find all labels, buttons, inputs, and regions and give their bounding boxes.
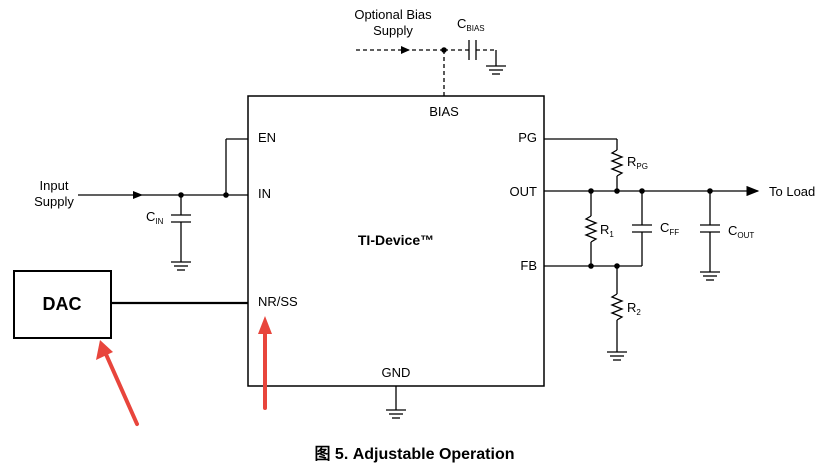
- optional-bias-label: Optional Bias: [354, 7, 432, 22]
- input-label: Input: [40, 178, 69, 193]
- pin-fb-label: FB: [520, 258, 537, 273]
- out-wiring: [544, 185, 760, 197]
- pin-out-label: OUT: [510, 184, 538, 199]
- r2-resistor: [607, 266, 627, 361]
- r1-label: R1: [600, 222, 614, 239]
- figure-caption: 图 5. Adjustable Operation: [314, 446, 515, 463]
- fb-wiring: [544, 263, 642, 269]
- cbias-label: CBIAS: [457, 16, 485, 33]
- device-box: [247, 95, 545, 387]
- input-supply-label: Supply: [34, 194, 74, 209]
- dac-box: [13, 270, 112, 339]
- cin-label: CIN: [146, 209, 164, 226]
- pin-nrss-label: NR/SS: [258, 294, 298, 309]
- cff-label: CFF: [660, 220, 679, 237]
- dac-label: DAC: [43, 294, 82, 314]
- red-arrow-to-nrss: [258, 316, 272, 410]
- pin-in-label: IN: [258, 186, 271, 201]
- cin-capacitor: [171, 195, 191, 271]
- to-load-label: To Load: [769, 184, 815, 199]
- r2-label: R2: [627, 300, 641, 317]
- cbias-capacitor: [468, 40, 506, 75]
- pin-pg-label: PG: [518, 130, 537, 145]
- device-name: TI-Device™: [358, 232, 434, 248]
- r1-resistor: [584, 191, 598, 266]
- optional-bias-supply-label: Supply: [373, 23, 413, 38]
- bias-supply-wiring: [356, 46, 469, 96]
- gnd-wiring: [386, 386, 406, 419]
- pin-gnd-label: GND: [382, 365, 411, 380]
- pin-en-label: EN: [258, 130, 276, 145]
- cout-capacitor: [700, 191, 720, 281]
- red-arrow-to-dac: [96, 340, 139, 426]
- cff-capacitor: [632, 191, 652, 266]
- rpg-label: RPG: [627, 154, 648, 171]
- pin-bias-label: BIAS: [429, 104, 459, 119]
- pg-wiring: [544, 138, 624, 191]
- input-wiring: [78, 138, 248, 199]
- cout-label: COUT: [728, 223, 754, 240]
